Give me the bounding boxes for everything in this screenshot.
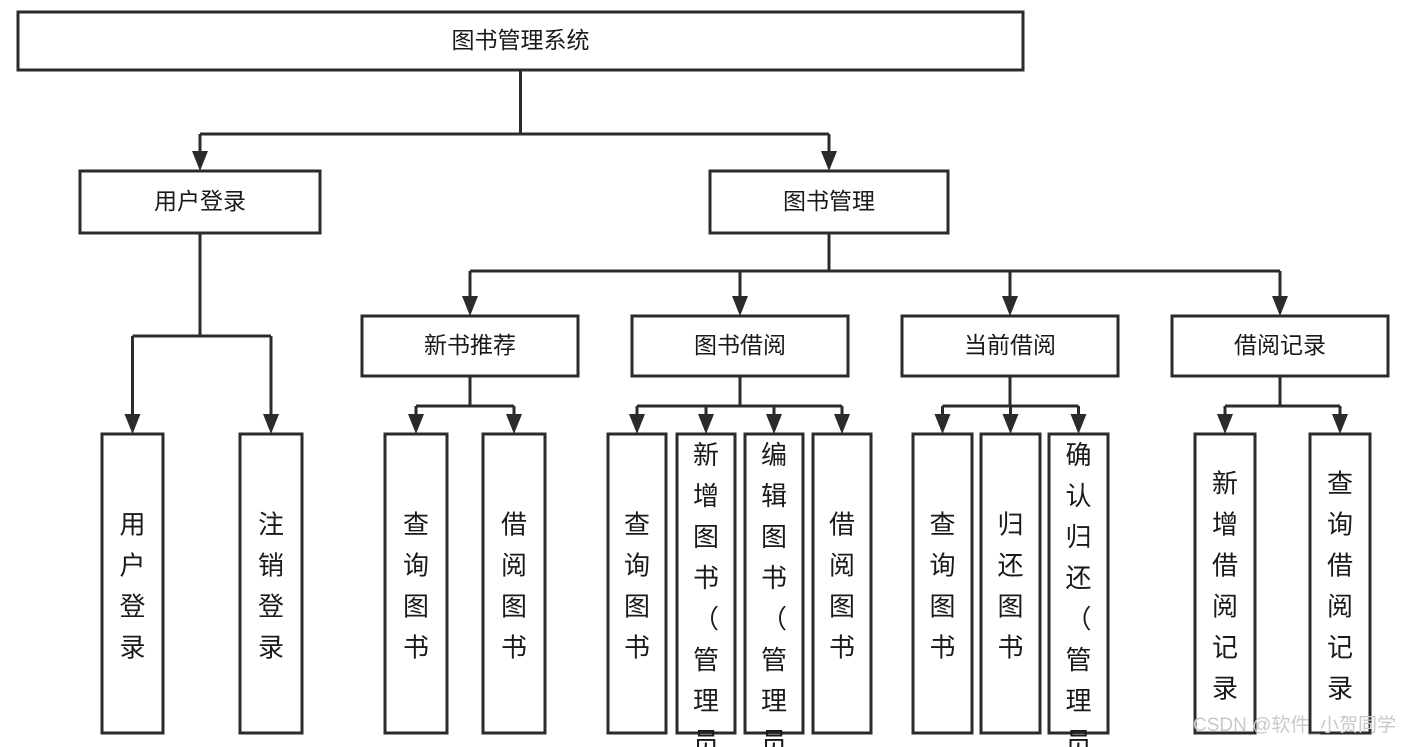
arrow-head-icon <box>263 414 279 434</box>
leaf-edit-book-node[interactable]: 编辑图书（管理员） <box>743 432 805 747</box>
arrow-head-icon <box>821 151 837 171</box>
user-login-node[interactable]: 用户登录 <box>78 169 322 235</box>
leaf-add-record-box[interactable] <box>1193 432 1257 735</box>
leaf-confirm-return-label: 确认归还（管理员） <box>1065 440 1091 747</box>
leaf-query-record-box[interactable] <box>1308 432 1372 735</box>
leaf-query-book-3-label: 查询图书 <box>929 509 955 662</box>
current-borrow-node[interactable]: 当前借阅 <box>900 314 1120 378</box>
borrow-record-label: 借阅记录 <box>1234 332 1326 358</box>
leaf-query-book-3-node[interactable]: 查询图书 <box>911 432 974 735</box>
arrow-head-icon <box>1332 414 1348 434</box>
leaf-return-book-box[interactable] <box>979 432 1042 735</box>
user-login-label: 用户登录 <box>154 188 246 214</box>
arrow-head-icon <box>629 414 645 434</box>
book-manage-label: 图书管理 <box>783 188 875 214</box>
leaf-return-book-node[interactable]: 归还图书 <box>979 432 1042 735</box>
leaf-query-book-2-label: 查询图书 <box>624 509 650 662</box>
leaf-borrow-book-2-label: 借阅图书 <box>829 509 855 662</box>
leaf-edit-book-label: 编辑图书（管理员） <box>761 440 787 747</box>
leaf-add-book-label: 新增图书（管理员） <box>693 440 719 747</box>
leaf-add-book-node[interactable]: 新增图书（管理员） <box>675 432 737 747</box>
arrow-head-icon <box>1002 296 1018 316</box>
leaf-query-book-1-node[interactable]: 查询图书 <box>383 432 449 735</box>
arrow-head-icon <box>1217 414 1233 434</box>
leaf-add-record-node[interactable]: 新增借阅记录 <box>1193 432 1257 735</box>
watermark-text: CSDN @软件_小贺同学 <box>1193 714 1396 736</box>
arrow-head-icon <box>506 414 522 434</box>
arrow-head-icon <box>934 414 951 434</box>
user-login-box[interactable] <box>78 169 322 235</box>
leaf-borrow-book-2-box[interactable] <box>811 432 873 735</box>
book-borrow-box[interactable] <box>630 314 850 378</box>
root-system-node[interactable]: 图书管理系统 <box>16 10 1025 72</box>
arrow-head-icon <box>732 296 748 316</box>
book-borrow-node[interactable]: 图书借阅 <box>630 314 850 378</box>
leaf-borrow-book-2-node[interactable]: 借阅图书 <box>811 432 873 735</box>
leaf-query-book-3-box[interactable] <box>911 432 974 735</box>
new-book-recommend-node[interactable]: 新书推荐 <box>360 314 580 378</box>
leaf-borrow-book-1-label: 借阅图书 <box>501 509 527 662</box>
leaf-borrow-book-1-box[interactable] <box>481 432 547 735</box>
arrow-head-icon <box>1002 414 1019 434</box>
leaf-user-logout-box[interactable] <box>238 432 304 735</box>
arrow-head-icon <box>1070 414 1087 434</box>
book-manage-box[interactable] <box>708 169 950 235</box>
leaf-user-login-label: 用户登录 <box>119 509 145 662</box>
leaf-query-record-node[interactable]: 查询借阅记录 <box>1308 432 1372 735</box>
book-borrow-label: 图书借阅 <box>694 332 786 358</box>
leaf-query-book-2-box[interactable] <box>606 432 668 735</box>
leaf-add-record-label: 新增借阅记录 <box>1212 468 1238 703</box>
leaf-query-record-label: 查询借阅记录 <box>1327 468 1353 703</box>
arrow-head-icon <box>462 296 478 316</box>
current-borrow-box[interactable] <box>900 314 1120 378</box>
leaf-query-book-2-node[interactable]: 查询图书 <box>606 432 668 735</box>
arrow-head-icon <box>408 414 424 434</box>
new-book-recommend-box[interactable] <box>360 314 580 378</box>
leaf-user-logout-node[interactable]: 注销登录 <box>238 432 304 735</box>
leaf-return-book-label: 归还图书 <box>997 509 1023 662</box>
arrow-head-icon <box>124 414 141 434</box>
leaf-confirm-return-box[interactable] <box>1047 432 1110 735</box>
leaf-user-login-box[interactable] <box>100 432 165 735</box>
leaf-add-book-box[interactable] <box>675 432 737 735</box>
current-borrow-label: 当前借阅 <box>964 332 1056 358</box>
leaf-user-login-node[interactable]: 用户登录 <box>100 432 165 735</box>
leaf-confirm-return-node[interactable]: 确认归还（管理员） <box>1047 432 1110 747</box>
arrow-head-icon <box>1272 296 1288 316</box>
new-book-recommend-label: 新书推荐 <box>424 332 516 358</box>
borrow-record-node[interactable]: 借阅记录 <box>1170 314 1390 378</box>
nodes-layer: 图书管理系统用户登录图书管理新书推荐图书借阅当前借阅借阅记录用户登录注销登录查询… <box>16 10 1390 747</box>
leaf-borrow-book-1-node[interactable]: 借阅图书 <box>481 432 547 735</box>
leaf-user-logout-label: 注销登录 <box>258 509 284 662</box>
connectors-layer <box>124 70 1348 434</box>
leaf-query-book-1-label: 查询图书 <box>403 509 429 662</box>
root-system-box[interactable] <box>16 10 1025 72</box>
borrow-record-box[interactable] <box>1170 314 1390 378</box>
leaf-query-book-1-box[interactable] <box>383 432 449 735</box>
arrow-head-icon <box>698 414 714 434</box>
leaf-edit-book-box[interactable] <box>743 432 805 735</box>
arrow-head-icon <box>766 414 782 434</box>
root-system-label: 图书管理系统 <box>452 27 590 53</box>
arrow-head-icon <box>834 414 850 434</box>
book-manage-node[interactable]: 图书管理 <box>708 169 950 235</box>
arrow-head-icon <box>192 151 208 171</box>
